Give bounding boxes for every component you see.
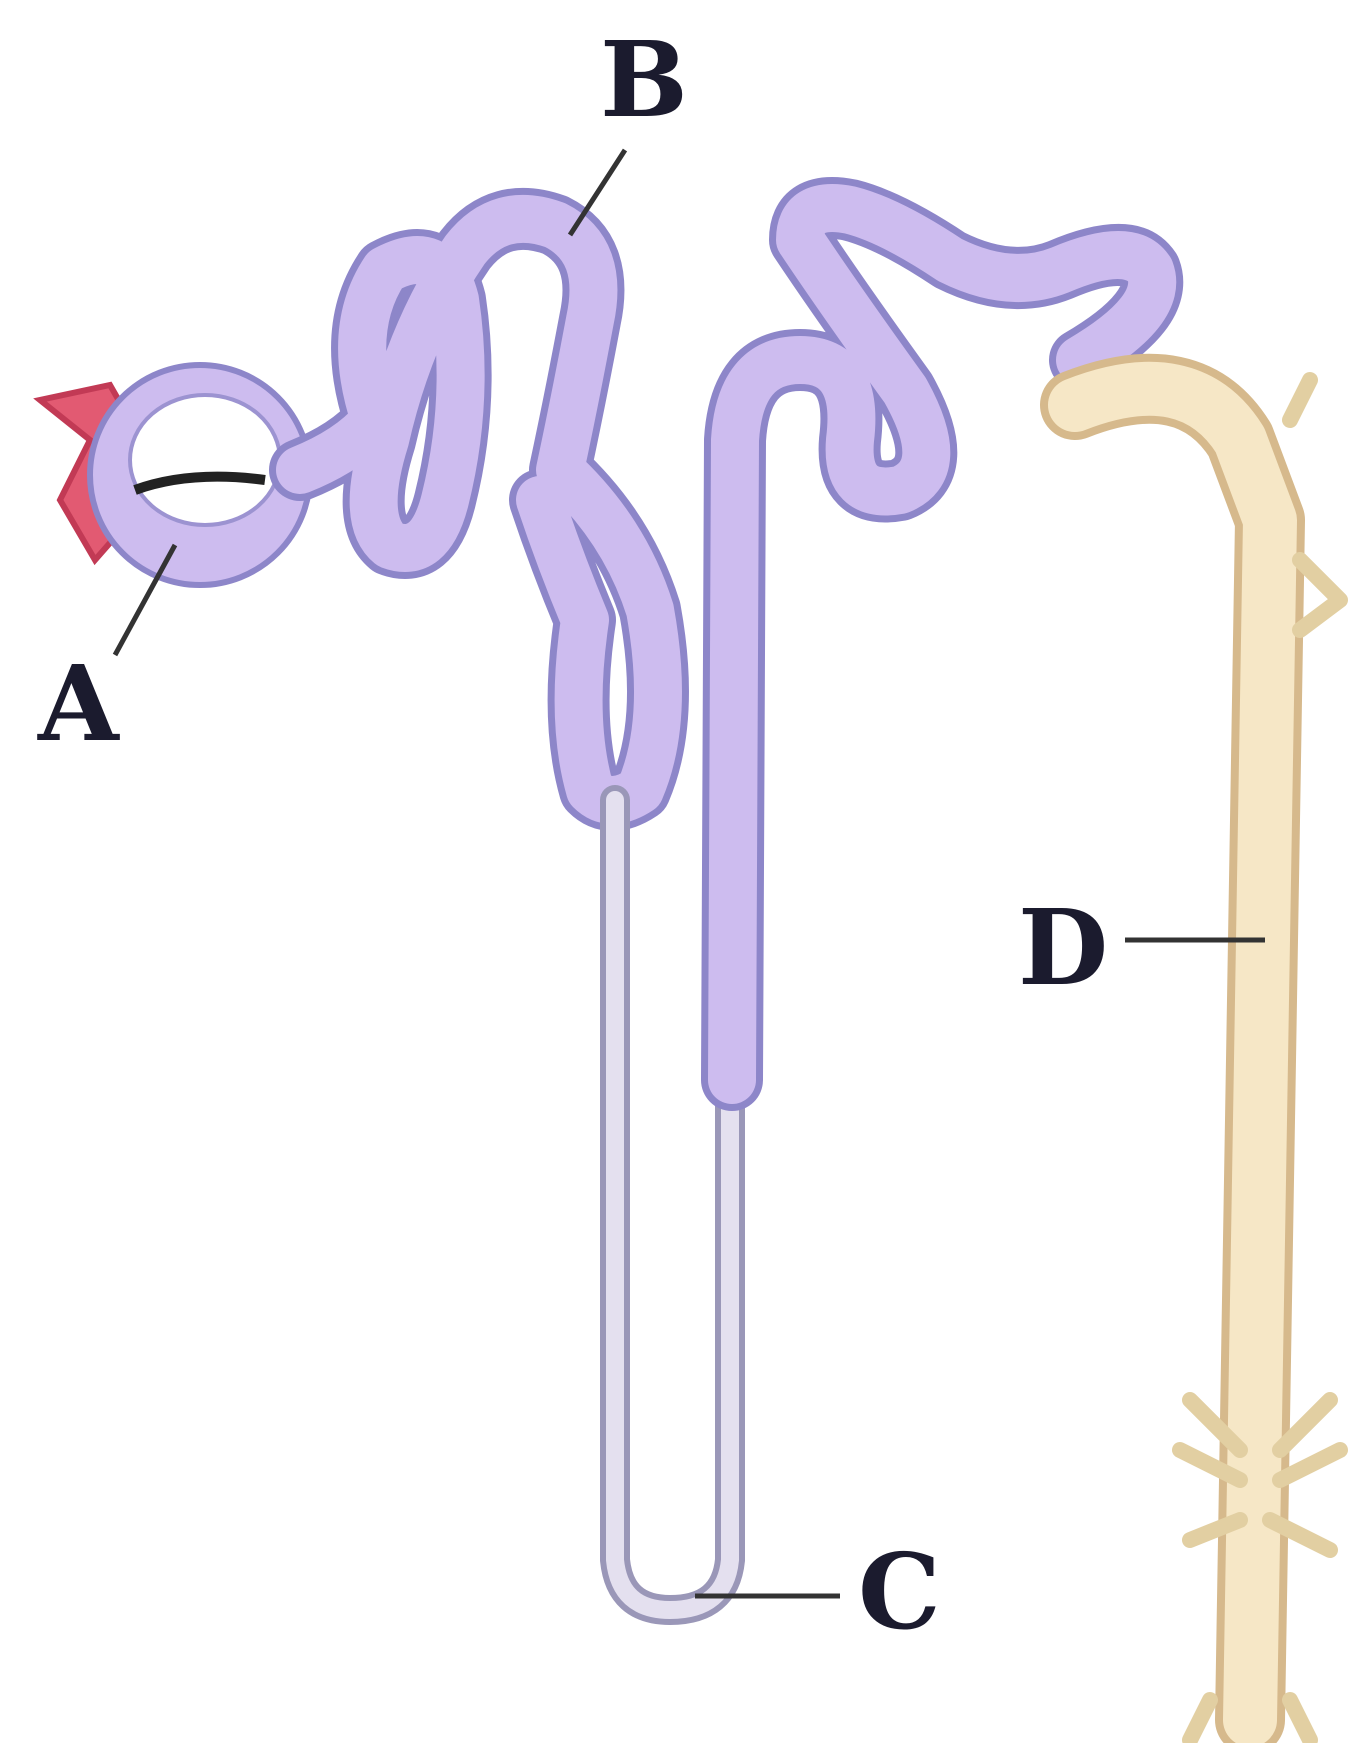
label-c: C bbox=[858, 1540, 941, 1644]
label-b: B bbox=[600, 28, 688, 132]
label-a: A bbox=[38, 652, 119, 756]
collecting-duct bbox=[1075, 380, 1340, 1740]
proximal-convoluted-tubule bbox=[300, 219, 658, 800]
label-d: D bbox=[1018, 896, 1108, 1000]
